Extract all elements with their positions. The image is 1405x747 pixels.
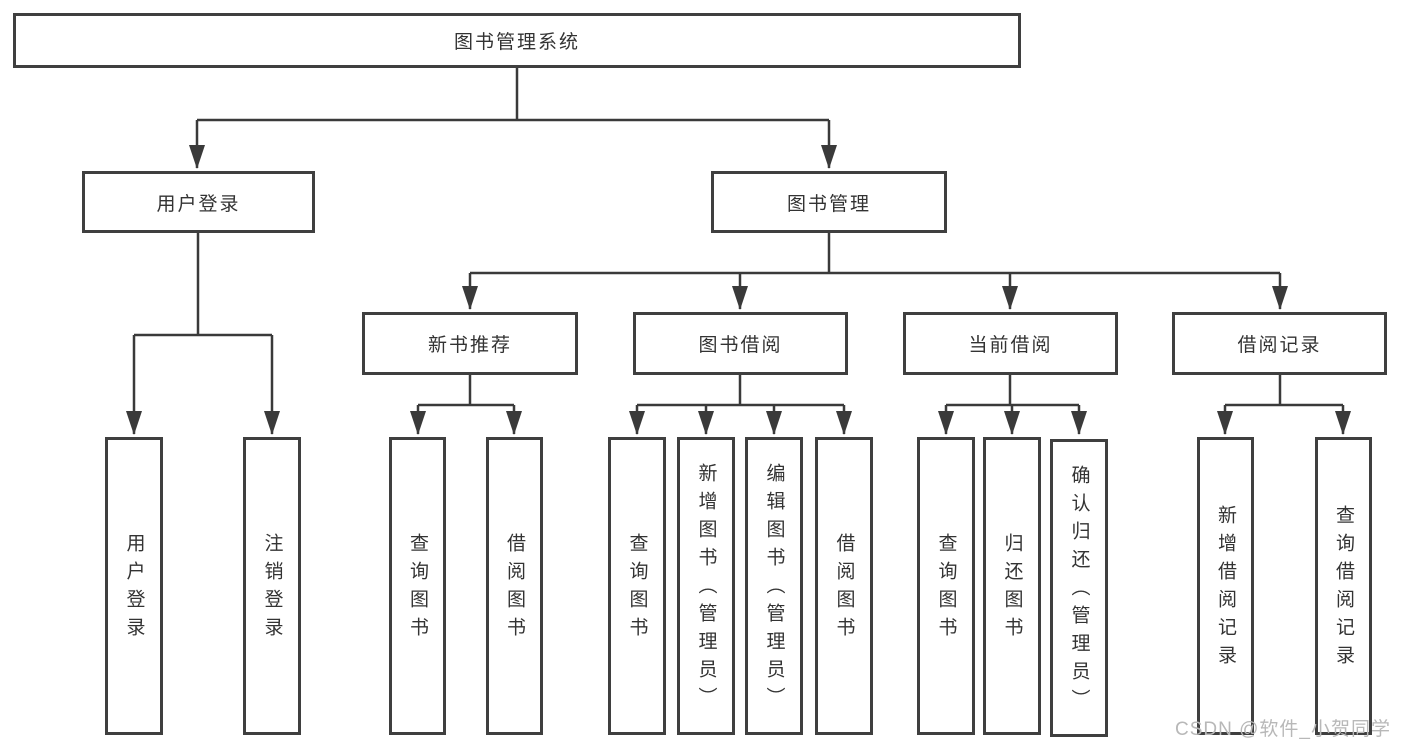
node-book-management: 图书管理 (711, 171, 947, 233)
leaf-query-books-current: 查询图书 (917, 437, 975, 735)
node-current-borrow: 当前借阅 (903, 312, 1118, 375)
leaf-query-books-borrow: 查询图书 (608, 437, 666, 735)
leaf-add-books-admin: 新增图书（管理员） (677, 437, 735, 735)
leaf-borrow-books: 借阅图书 (815, 437, 873, 735)
leaf-borrow-books-recommend: 借阅图书 (486, 437, 543, 735)
node-new-book-recommend: 新书推荐 (362, 312, 578, 375)
leaf-add-borrow-record: 新增借阅记录 (1197, 437, 1254, 735)
leaf-query-books-recommend: 查询图书 (389, 437, 446, 735)
node-book-borrow: 图书借阅 (633, 312, 848, 375)
node-borrow-records: 借阅记录 (1172, 312, 1387, 375)
leaf-user-login: 用户登录 (105, 437, 163, 735)
leaf-confirm-return-admin: 确认归还（管理员） (1050, 439, 1108, 737)
leaf-edit-books-admin: 编辑图书（管理员） (745, 437, 803, 735)
leaf-return-books: 归还图书 (983, 437, 1041, 735)
csdn-watermark: CSDN @软件_小贺同学 (1175, 719, 1391, 740)
leaf-logout: 注销登录 (243, 437, 301, 735)
node-user-login: 用户登录 (82, 171, 315, 233)
node-library-system: 图书管理系统 (13, 13, 1021, 68)
leaf-query-borrow-record: 查询借阅记录 (1315, 437, 1372, 735)
